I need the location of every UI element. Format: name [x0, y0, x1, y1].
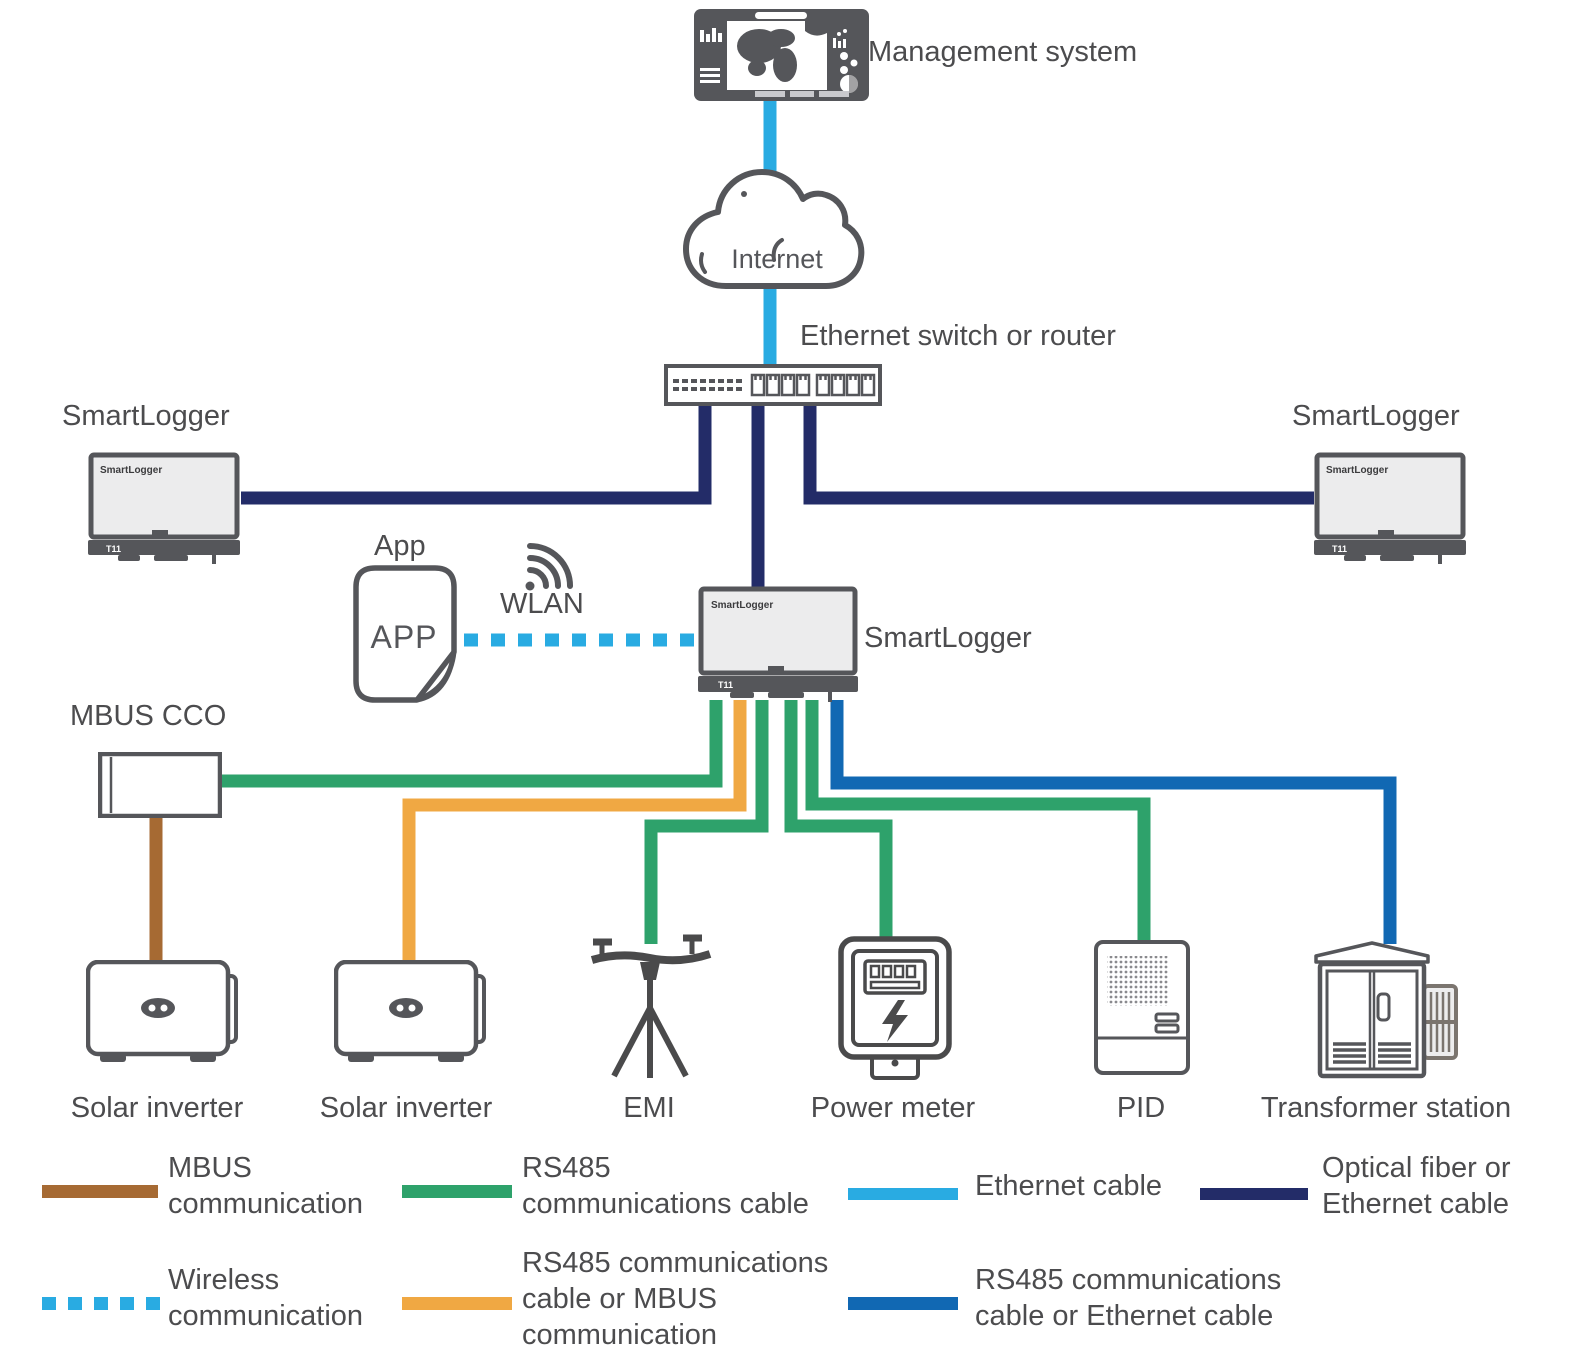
- emi-icon: [590, 934, 712, 1078]
- rs485-power-meter-line: [784, 700, 893, 944]
- legend-label-ethernet: Ethernet cable: [975, 1170, 1163, 1202]
- optical-right-line: [803, 402, 1314, 505]
- management-system-icon: [694, 9, 869, 101]
- legend-label-rs485-ethernet: RS485 communications cable or Ethernet c…: [975, 1264, 1282, 1332]
- smartlogger-left-port-text: T11: [106, 544, 121, 554]
- pid-label: PID: [1116, 1092, 1166, 1124]
- mbus-cco-label: MBUS CCO: [70, 700, 227, 732]
- legend-swatch-rs485-mbus: [402, 1297, 512, 1310]
- legend-swatch-ethernet: [848, 1188, 958, 1200]
- app-icon: APP: [353, 565, 457, 703]
- smartlogger-left-brand-text: SmartLogger: [100, 465, 162, 476]
- smartlogger-right-icon: SmartLogger T11: [1314, 452, 1466, 564]
- rs485-emi-line: [644, 700, 769, 944]
- smartlogger-center-label: SmartLogger: [864, 622, 1032, 654]
- smartlogger-right-port-text: T11: [1332, 544, 1347, 554]
- legend-label-rs485: RS485 communications cable: [522, 1152, 809, 1220]
- solar-inverter-1-icon: [86, 960, 238, 1062]
- legend-label-wireless: Wireless communication: [168, 1264, 364, 1332]
- legend-swatch-wireless: [42, 1297, 160, 1310]
- power-meter-label: Power meter: [810, 1092, 976, 1124]
- smartlogger-center-icon: SmartLogger T11: [698, 586, 858, 702]
- legend-swatch-rs485-ethernet: [848, 1297, 958, 1310]
- internet-label: Internet: [731, 244, 823, 274]
- app-label: App: [374, 530, 426, 562]
- smartlogger-right-label: SmartLogger: [1292, 400, 1460, 432]
- transformer-station-label: Transformer station: [1260, 1092, 1512, 1124]
- rs485-pid-line: [805, 700, 1151, 948]
- ethernet-switch-label: Ethernet switch or router: [800, 320, 1116, 352]
- rs485-or-mbus-inverter-line: [402, 700, 747, 966]
- rs485-mbus-cco-line: [222, 700, 723, 788]
- power-meter-icon: [838, 936, 952, 1080]
- mbus-cco-icon: [98, 752, 222, 818]
- solar-inverter-1-label: Solar inverter: [70, 1092, 244, 1124]
- legend-swatch-optical: [1200, 1188, 1308, 1200]
- pid-icon: [1094, 940, 1190, 1075]
- ethernet-switch-icon: [664, 364, 882, 406]
- rs485-or-ethernet-transformer-line: [830, 700, 1397, 944]
- legend-swatch-rs485: [402, 1185, 512, 1198]
- solar-inverter-2-icon: [334, 960, 486, 1062]
- app-icon-text: APP: [370, 619, 437, 655]
- internet-cloud-icon: [683, 169, 865, 289]
- emi-label: EMI: [623, 1092, 675, 1124]
- smartlogger-center-port-text: T11: [718, 680, 733, 690]
- legend-label-mbus: MBUS communication: [168, 1152, 364, 1220]
- transformer-station-icon: [1314, 941, 1458, 1079]
- legend-label-rs485-mbus: RS485 communications cable or MBUS commu…: [522, 1247, 829, 1351]
- smartlogger-center-brand-text: SmartLogger: [711, 600, 773, 611]
- wlan-label: WLAN: [500, 588, 584, 620]
- smartlogger-left-icon: SmartLogger T11: [88, 452, 240, 564]
- smartlogger-left-label: SmartLogger: [62, 400, 230, 432]
- legend-label-optical: Optical fiber or Ethernet cable: [1322, 1152, 1511, 1220]
- legend-swatch-mbus: [42, 1185, 158, 1198]
- optical-left-line: [241, 402, 712, 505]
- smartlogger-right-brand-text: SmartLogger: [1326, 465, 1388, 476]
- solar-inverter-2-label: Solar inverter: [319, 1092, 493, 1124]
- management-system-label: Management system: [868, 36, 1138, 68]
- wlan-icon: [525, 542, 574, 591]
